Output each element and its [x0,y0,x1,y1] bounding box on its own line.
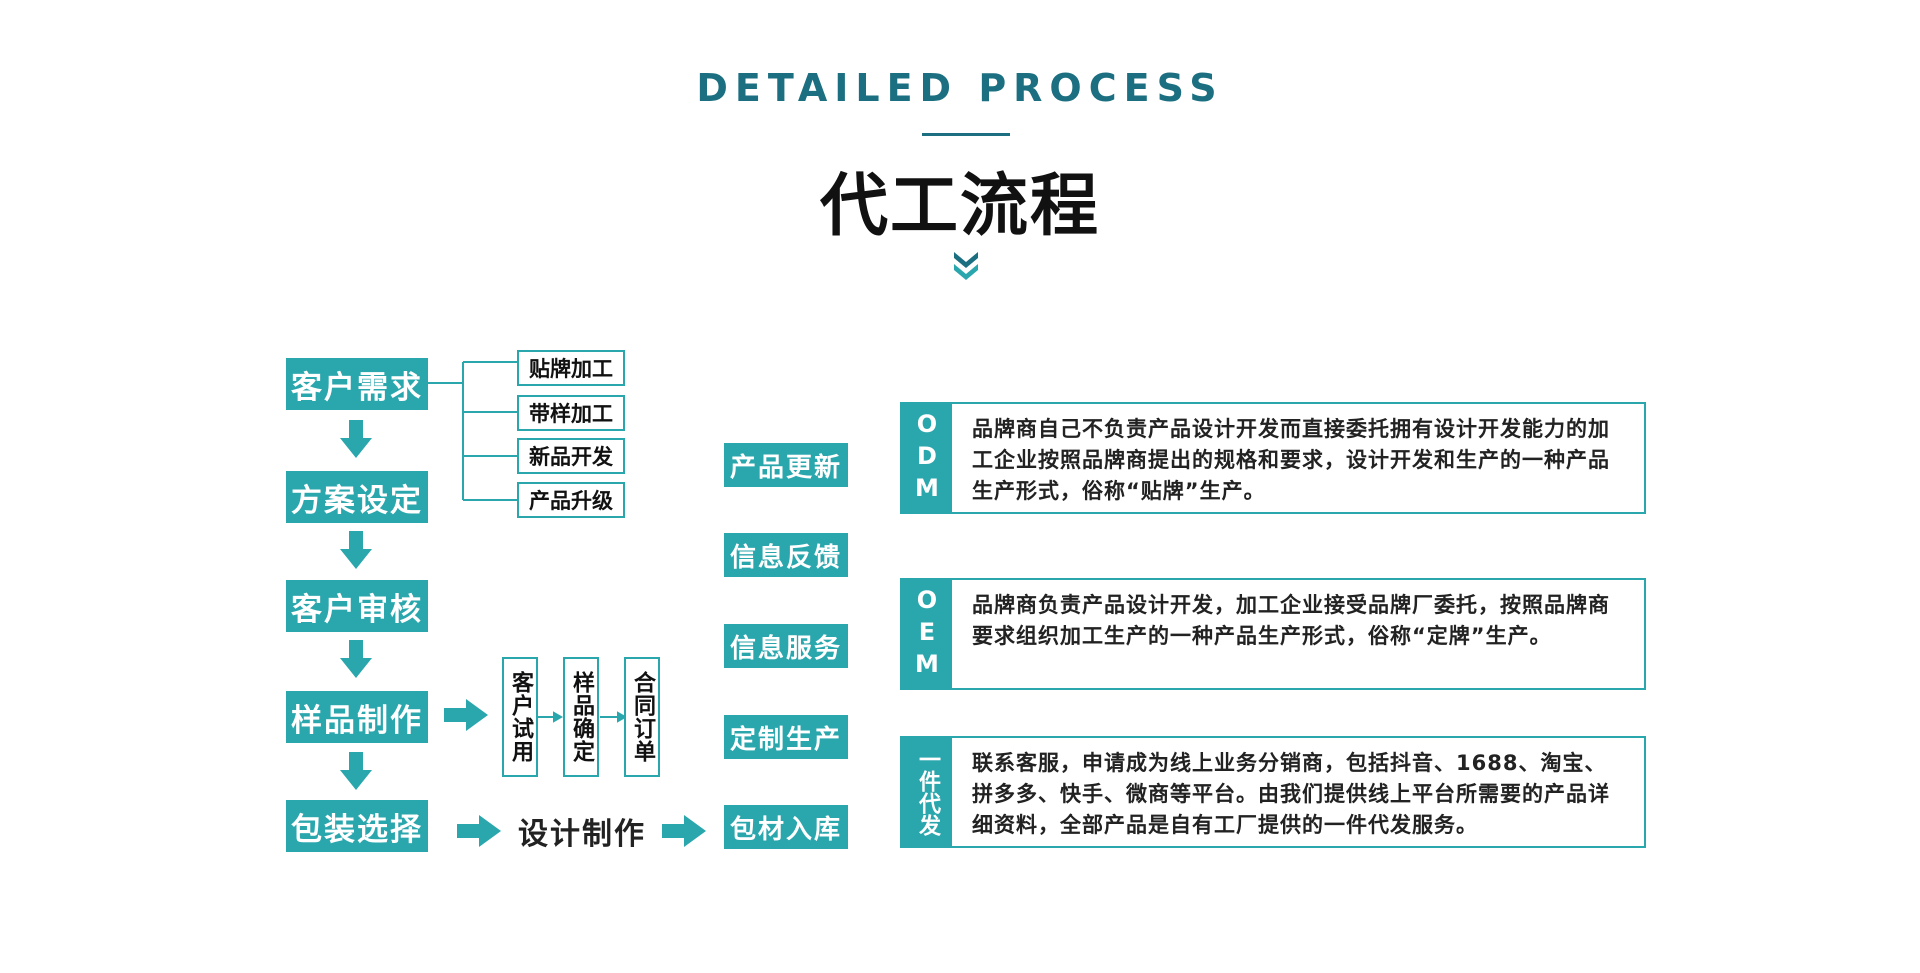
step-customer-demand: 客户需求 [286,358,428,410]
step-plan-setup: 方案设定 [286,471,428,523]
title-english: DETAILED PROCESS [696,66,1224,110]
sample-trial: 客户试用 [502,657,538,777]
title-chinese: 代工流程 [819,167,1100,246]
right-arrow-icon [444,699,488,731]
step-packaging-choice: 包装选择 [286,800,428,852]
card-text-odm: 品牌商自己不负责产品设计开发而直接委托拥有设计开发能力的加工企业按照品牌商提出的… [972,417,1610,503]
down-arrow-icon [340,640,372,678]
down-arrow-icon [340,531,372,569]
card-oem: OEM 品牌商负责产品设计开发，加工企业接受品牌厂委托，按照品牌商要求组织加工生… [900,578,1646,690]
design-making-label: 设计制作 [518,817,646,852]
step-sample-making: 样品制作 [286,691,428,743]
down-arrow-icon [340,420,372,458]
down-arrow-icon [340,752,372,790]
double-chevron-down-icon [954,252,978,280]
option-oem-label: 贴牌加工 [517,350,625,386]
card-odm: ODM 品牌商自己不负责产品设计开发而直接委托拥有设计开发能力的加工企业按照品牌… [900,402,1646,514]
mid-product-update: 产品更新 [724,443,848,487]
option-product-upgrade: 产品升级 [517,482,625,518]
sample-confirm: 样品确定 [563,657,599,777]
contract-order: 合同订单 [624,657,660,777]
right-arrow-icon [662,815,706,847]
card-text-dropship: 联系客服，申请成为线上业务分销商，包括抖音、1688、淘宝、拼多多、快手、微商等… [972,751,1610,837]
option-sample-processing: 带样加工 [517,395,625,431]
mid-custom-production: 定制生产 [724,715,848,759]
card-text-oem: 品牌商负责产品设计开发，加工企业接受品牌厂委托，按照品牌商要求组织加工生产的一种… [972,593,1610,648]
step-customer-review: 客户审核 [286,580,428,632]
option-new-product: 新品开发 [517,438,625,474]
card-tag-oem: OEM [902,580,952,688]
mid-info-service: 信息服务 [724,624,848,668]
right-arrow-icon [457,815,501,847]
thin-arrow-head [553,711,564,723]
card-dropship: 一件代发 联系客服，申请成为线上业务分销商，包括抖音、1688、淘宝、拼多多、快… [900,736,1646,848]
title-divider [922,133,1010,136]
mid-info-feedback: 信息反馈 [724,533,848,577]
thin-arrow-head [617,711,628,723]
mid-packaging-storage: 包材入库 [724,805,848,849]
card-tag-odm: ODM [902,404,952,512]
card-tag-dropship: 一件代发 [902,738,952,846]
